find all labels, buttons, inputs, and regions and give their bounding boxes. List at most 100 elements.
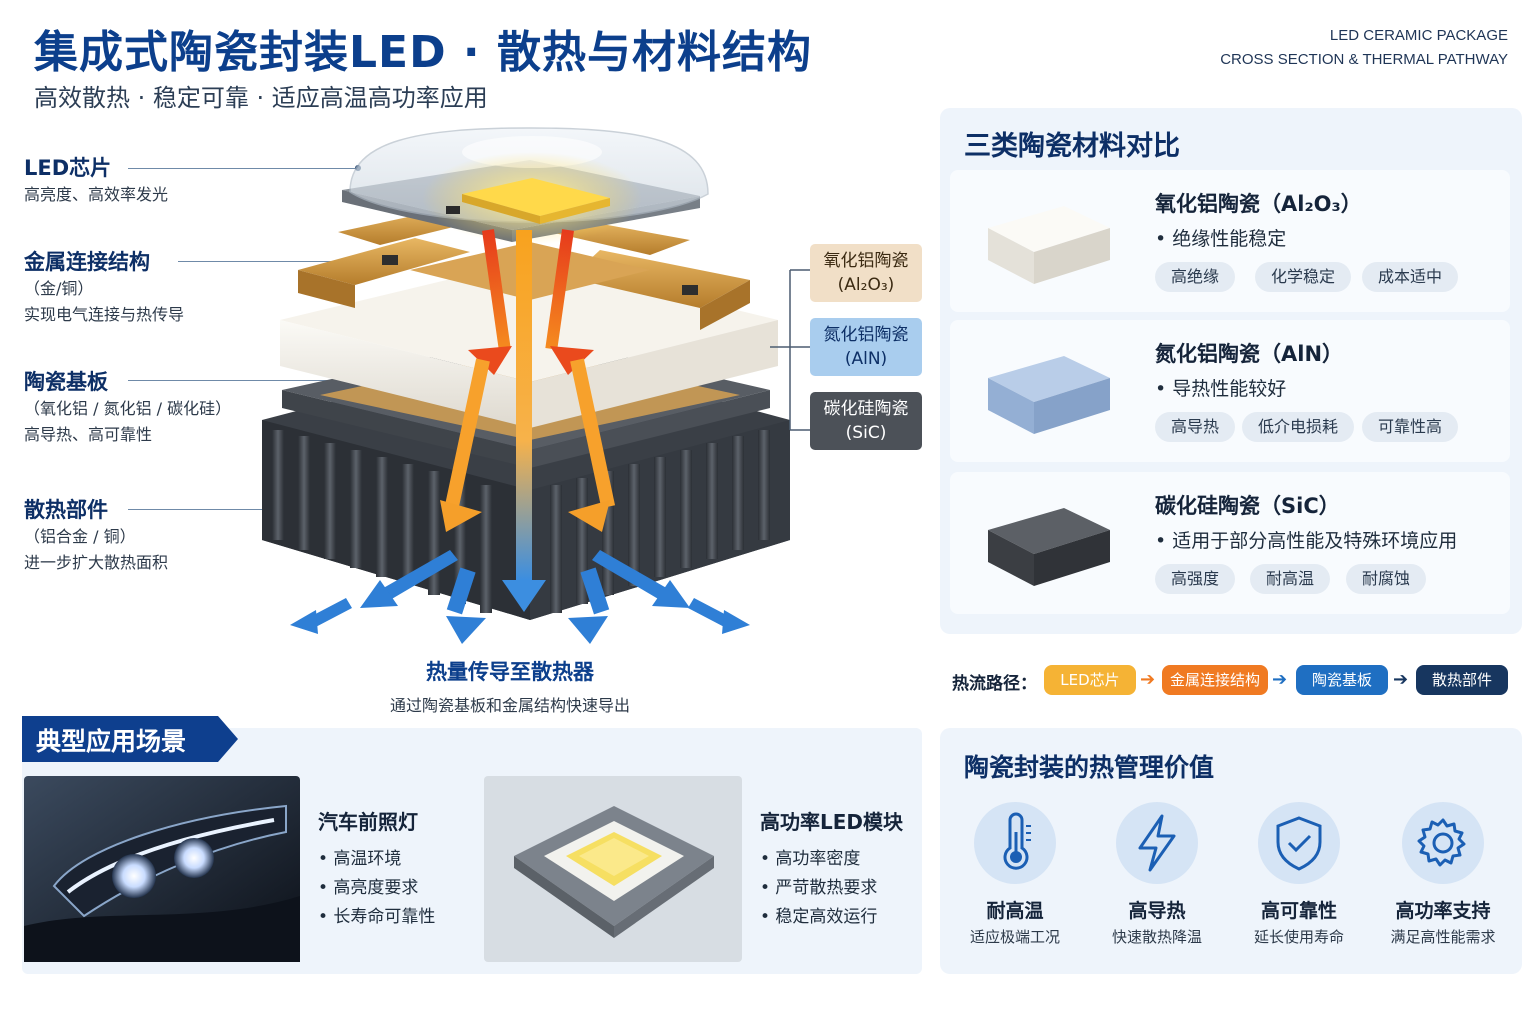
value-icon-circle-1: [974, 802, 1056, 884]
value-item-sub-2: 快速散热降温: [1111, 928, 1202, 946]
label-metal-structure: 金属连接结构 （金/铜） 实现电气连接与热传导: [24, 246, 184, 328]
heat-path-arrow-1: ➔: [1140, 669, 1156, 690]
car-headlight-image: [24, 776, 300, 962]
material-card-aln: 氮化铝陶瓷（AlN） • 导热性能较好 高导热 低介电损耗 可靠性高: [950, 320, 1510, 462]
leader-line-ceramic: [128, 380, 346, 381]
material-name-aln: 氮化铝陶瓷（AlN）: [1155, 342, 1344, 366]
label-ceramic-substrate: 陶瓷基板 （氧化铝 / 氮化铝 / 碳化硅） 高导热、高可靠性: [24, 366, 231, 448]
label-metal-structure-line-2: 实现电气连接与热传导: [24, 305, 185, 324]
heat-caption-subtitle: 通过陶瓷基板和金属结构快速导出: [389, 696, 630, 715]
shield-check-icon: [1276, 816, 1322, 871]
value-icon-circle-2: [1116, 802, 1198, 884]
value-item-sub-3: 延长使用寿命: [1253, 928, 1344, 946]
value-icon-circle-3: [1258, 802, 1340, 884]
label-heat-sink-line-1: （铝合金 / 铜）: [24, 527, 136, 546]
material-name-sic: 碳化硅陶瓷（SiC）: [1155, 494, 1340, 518]
aln-block-image: [988, 356, 1110, 434]
heat-path-label: 热流路径：: [952, 674, 1037, 694]
material-comparison-panel: 三类陶瓷材料对比 氧化铝陶瓷（Al₂O₃） • 绝缘性能稳定 高绝缘 化学稳定 …: [940, 108, 1522, 634]
material-tag-sic-name: 碳化硅陶瓷: [823, 399, 909, 419]
applications-title: 典型应用场景: [36, 727, 187, 756]
material-desc-alumina: • 绝缘性能稳定: [1155, 228, 1287, 250]
app-module-text: 高功率LED模块 • 高功率密度 • 严苛散热要求 • 稳定高效运行: [760, 806, 903, 932]
applications-banner: [22, 716, 238, 762]
app-headlight-text: 汽车前照灯 • 高温环境 • 高亮度要求 • 长寿命可靠性: [318, 806, 435, 932]
heat-path-step-3: 陶瓷基板: [1296, 665, 1388, 695]
led-module-image: [484, 776, 742, 962]
label-heat-sink-title: 散热部件: [24, 498, 108, 522]
material-card-alumina: 氧化铝陶瓷（Al₂O₃） • 绝缘性能稳定 高绝缘 化学稳定 成本适中: [950, 170, 1510, 312]
chip-aln-3: 可靠性高: [1362, 412, 1459, 442]
gear-icon: [1417, 818, 1466, 867]
chip-aln-1: 高导热: [1155, 412, 1236, 442]
heat-path-step-2: 金属连接结构: [1162, 665, 1268, 695]
label-led-chip-title: LED芯片: [24, 156, 112, 180]
material-name-alumina: 氧化铝陶瓷（Al₂O₃）: [1155, 192, 1362, 216]
label-ceramic-substrate-title: 陶瓷基板: [24, 370, 108, 394]
heat-path-arrow-2: ➔: [1272, 669, 1288, 690]
label-ceramic-substrate-line-2: 高导热、高可靠性: [24, 425, 153, 444]
english-title-line-1: LED CERAMIC PACKAGE: [1329, 27, 1508, 44]
value-item-title-3: 高可靠性: [1260, 900, 1337, 922]
alumina-block-image: [988, 206, 1110, 284]
label-heat-sink-line-2: 进一步扩大散热面积: [24, 553, 169, 572]
label-heat-sink: 散热部件 （铝合金 / 铜） 进一步扩大散热面积: [24, 494, 168, 576]
chip-alumina-3: 成本适中: [1362, 262, 1459, 292]
app-headlight-point-2: • 高亮度要求: [318, 878, 419, 898]
material-tag-sic-formula: (SiC): [845, 423, 887, 443]
material-card-sic: 碳化硅陶瓷（SiC） • 适用于部分高性能及特殊环境应用 高强度 耐高温 耐腐蚀: [950, 472, 1510, 614]
heat-path-arrow-3: ➔: [1393, 669, 1409, 690]
app-headlight-point-1: • 高温环境: [318, 849, 402, 869]
thermometer-icon: [1003, 812, 1031, 870]
label-led-chip: LED芯片 高亮度、高效率发光: [24, 152, 168, 208]
led-chip: [422, 152, 642, 244]
app-module-name: 高功率LED模块: [760, 810, 904, 834]
english-title: LED CERAMIC PACKAGE CROSS SECTION & THER…: [1220, 24, 1508, 72]
heat-flow-arrows: [290, 229, 750, 644]
lightning-icon: [1138, 814, 1176, 872]
material-tag-alumina-name: 氧化铝陶瓷: [823, 251, 909, 271]
app-module-point-1: • 高功率密度: [760, 849, 861, 869]
heat-caption: 热量传导至散热器 通过陶瓷基板和金属结构快速导出: [370, 656, 650, 716]
thermal-value-panel: 陶瓷封装的热管理价值 耐高温 适应极端工况 高导热 快速散热降温 高可靠性 延长…: [940, 728, 1522, 974]
value-item-sub-4: 满足高性能需求: [1390, 928, 1496, 946]
package-cross-section-diagram: [262, 127, 810, 644]
material-tag-aln-formula: (AlN): [844, 349, 888, 369]
material-tag-alumina-formula: (Al₂O₃): [837, 275, 895, 295]
value-item-sub-1: 适应极端工况: [969, 928, 1060, 946]
chip-alumina-1: 高绝缘: [1155, 262, 1236, 292]
comparison-title: 三类陶瓷材料对比: [964, 131, 1180, 162]
heat-path-step-4: 散热部件: [1416, 665, 1508, 695]
value-item-title-2: 高导热: [1128, 900, 1186, 922]
value-item-title-4: 高功率支持: [1395, 900, 1491, 922]
chip-sic-3: 耐腐蚀: [1346, 564, 1427, 594]
page-subtitle: 高效散热 · 稳定可靠 · 适应高温高功率应用: [34, 84, 488, 112]
material-desc-aln: • 导热性能较好: [1155, 378, 1287, 400]
label-metal-structure-title: 金属连接结构: [24, 250, 150, 274]
leader-line-heatsink: [128, 509, 358, 510]
material-desc-sic: • 适用于部分高性能及特殊环境应用: [1155, 530, 1458, 552]
app-module-point-3: • 稳定高效运行: [760, 907, 878, 927]
label-led-chip-line-1: 高亮度、高效率发光: [24, 185, 169, 204]
chip-sic-1: 高强度: [1155, 564, 1236, 594]
label-ceramic-substrate-line-1: （氧化铝 / 氮化铝 / 碳化硅）: [24, 399, 232, 418]
app-headlight-point-3: • 长寿命可靠性: [318, 907, 436, 927]
chip-alumina-2: 化学稳定: [1255, 262, 1352, 292]
label-metal-structure-line-1: （金/铜）: [24, 279, 94, 298]
chip-sic-2: 耐高温: [1250, 564, 1331, 594]
value-title: 陶瓷封装的热管理价值: [964, 753, 1215, 782]
material-tag-aln-name: 氮化铝陶瓷: [823, 325, 909, 345]
heat-path-step-1: LED芯片: [1044, 665, 1136, 695]
value-item-title-1: 耐高温: [986, 900, 1044, 922]
value-icon-circle-4: [1402, 802, 1484, 884]
leader-line-metal: [178, 261, 378, 262]
material-tag-alumina: 氧化铝陶瓷 (Al₂O₃): [810, 244, 922, 302]
material-tag-aln: 氮化铝陶瓷 (AlN): [810, 318, 922, 376]
english-title-line-2: CROSS SECTION & THERMAL PATHWAY: [1220, 51, 1508, 68]
page-title: 集成式陶瓷封装LED · 散热与材料结构: [34, 27, 812, 78]
app-headlight-name: 汽车前照灯: [318, 810, 418, 834]
sic-block-image: [988, 508, 1110, 586]
chip-aln-2: 低介电损耗: [1242, 412, 1355, 442]
heat-caption-title: 热量传导至散热器: [426, 660, 594, 684]
material-tag-sic: 碳化硅陶瓷 (SiC): [810, 392, 922, 450]
